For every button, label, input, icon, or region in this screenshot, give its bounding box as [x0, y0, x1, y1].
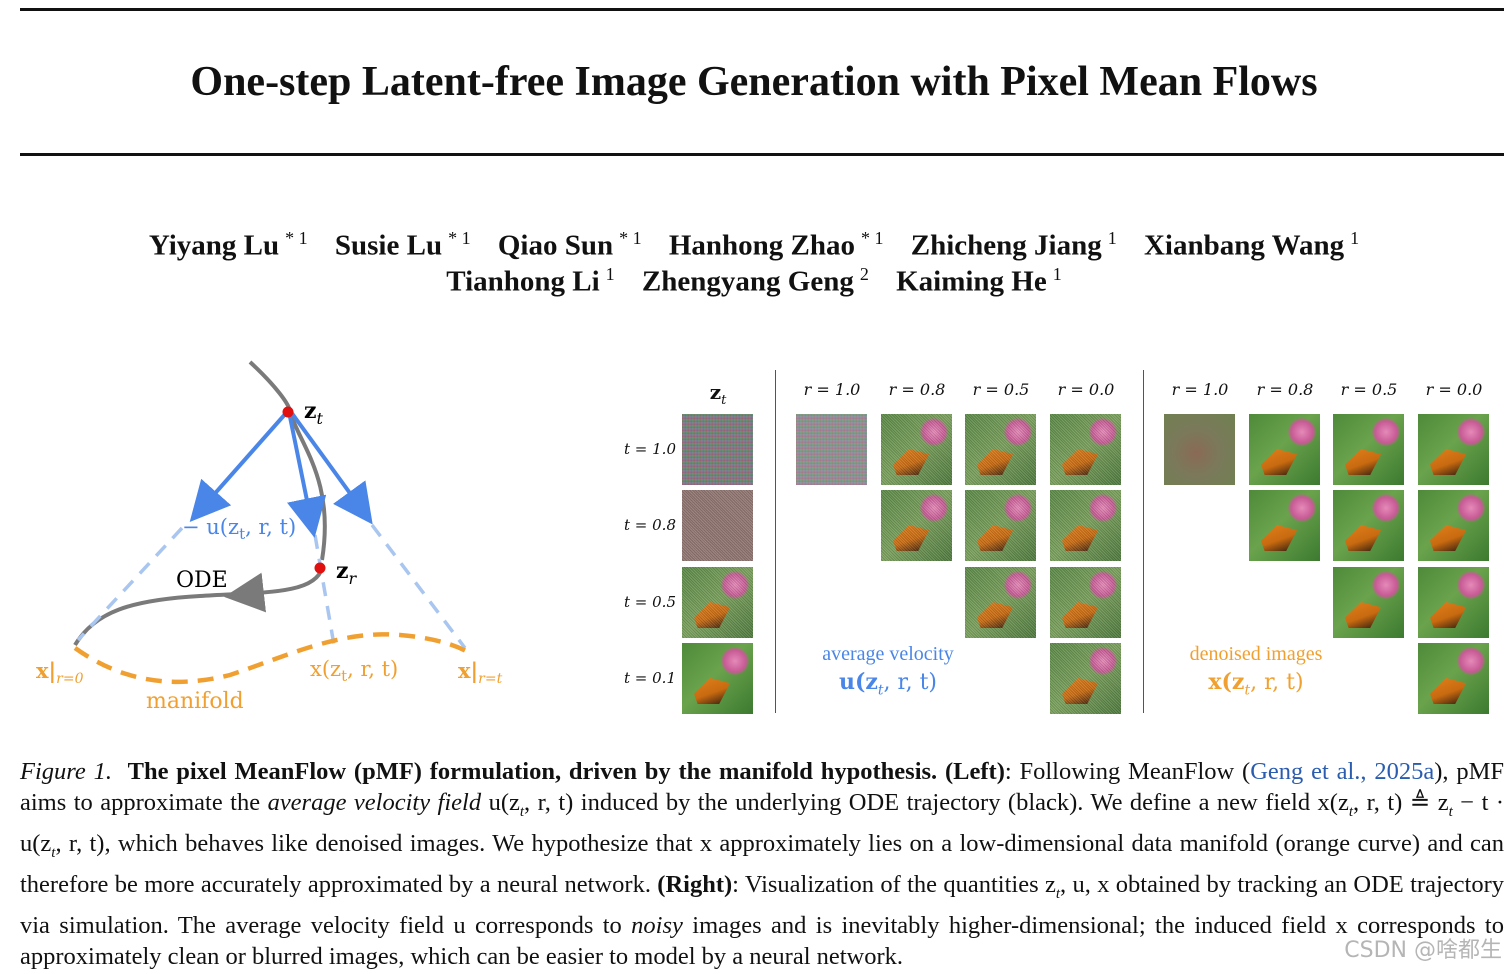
- u-image: [881, 490, 952, 561]
- u-image: [1050, 414, 1121, 485]
- left-tag: (Left): [945, 758, 1005, 785]
- manifold-curve: [73, 632, 470, 685]
- x-image: [1333, 414, 1404, 485]
- u-image: [881, 414, 952, 485]
- x-r0-label: x|r=0: [36, 658, 84, 687]
- x-rt-label: x|r=t: [458, 658, 503, 687]
- author: Susie Lu* 1: [334, 228, 471, 262]
- denoised-images-label: denoised images x(zt, r, t): [1189, 643, 1323, 699]
- zt-image-t0.5: [682, 567, 753, 638]
- zt-label: zt: [304, 398, 324, 428]
- author: Yiyang Lu* 1: [148, 228, 308, 262]
- dashed-line-mid: [313, 534, 336, 646]
- x-image: [1418, 414, 1489, 485]
- x-field-label: x(zt, r, t): [310, 657, 398, 685]
- x-image: [1418, 643, 1489, 714]
- u-image: [1050, 567, 1121, 638]
- average-velocity-label: average velocity u(zt, r, t): [822, 643, 954, 699]
- u-image: [1050, 643, 1121, 714]
- zt-point: [282, 406, 294, 418]
- author: Qiao Sun* 1: [497, 228, 642, 262]
- r-header: r = 0.5: [972, 380, 1030, 399]
- x-image: [1333, 490, 1404, 561]
- t-row-header: t = 1.0: [624, 440, 676, 458]
- r-header: r = 0.8: [1256, 380, 1314, 399]
- dashed-line-left: [76, 526, 184, 642]
- figure-label: Figure 1.: [20, 758, 112, 785]
- r-header: r = 0.5: [1340, 380, 1398, 399]
- authors-line-1: Yiyang Lu* 1 Susie Lu* 1 Qiao Sun* 1 Han…: [0, 220, 1508, 264]
- citation-link[interactable]: Geng et al., 2025a: [1250, 758, 1435, 785]
- arrow-to-x-rt: [289, 410, 373, 525]
- dashed-line-right: [370, 523, 467, 650]
- x-image: [1418, 490, 1489, 561]
- panel-separator: [1143, 370, 1144, 713]
- r-header: r = 1.0: [1171, 380, 1229, 399]
- zr-label: zr: [336, 558, 358, 588]
- x-image: [1249, 414, 1320, 485]
- watermark: CSDN @啥都生: [1344, 938, 1502, 963]
- r-header: r = 1.0: [803, 380, 861, 399]
- neg-u-label: − u(zt, r, t): [182, 515, 296, 543]
- zt-image-t0.8: [682, 490, 753, 561]
- caption-title: The pixel MeanFlow (pMF) formulation, dr…: [127, 758, 938, 785]
- panel-separator: [775, 370, 776, 713]
- zt-column-header: zt: [709, 380, 727, 408]
- r-header: r = 0.0: [1057, 380, 1115, 399]
- zt-image-t0.1: [682, 643, 753, 714]
- x-image: [1164, 414, 1235, 485]
- x-image: [1418, 567, 1489, 638]
- paper-title: One-step Latent-free Image Generation wi…: [190, 59, 1318, 105]
- r-header: r = 0.0: [1425, 380, 1483, 399]
- arrow-to-x-r0: [189, 410, 289, 522]
- meanflow-diagram-svg: zt zr − u(zt, r, t) ODE x|r=0 x(zt, r, t…: [36, 360, 503, 714]
- arrow-to-x-field: [287, 411, 327, 538]
- manifold-label: manifold: [146, 689, 244, 714]
- u-image: [965, 414, 1036, 485]
- u-image: [1050, 490, 1121, 561]
- right-tag: (Right): [657, 870, 733, 898]
- zr-point: [314, 562, 326, 574]
- author: Hanhong Zhao* 1: [668, 228, 884, 262]
- ode-arrowhead: [224, 572, 267, 613]
- t-row-header: t = 0.1: [624, 669, 676, 687]
- figure-caption: Figure 1. The pixel MeanFlow (pMF) formu…: [20, 758, 1505, 970]
- r-header: r = 0.8: [888, 380, 946, 399]
- x-image: [1333, 567, 1404, 638]
- t-row-header: t = 0.8: [624, 516, 676, 534]
- x-image: [1249, 490, 1320, 561]
- zt-image-t1.0: [682, 414, 753, 485]
- trajectory-visualization-grid: zt r = 1.0 r = 0.8 r = 0.5 r = 0.0 r = 1…: [600, 370, 1500, 720]
- meanflow-diagram: zt zr − u(zt, r, t) ODE x|r=0 x(zt, r, t…: [0, 350, 560, 730]
- ode-label: ODE: [176, 568, 228, 593]
- u-image: [796, 414, 867, 485]
- u-image: [965, 567, 1036, 638]
- title-underline-rule: [20, 153, 1504, 156]
- u-image: [965, 490, 1036, 561]
- top-rule: [20, 8, 1504, 11]
- t-row-header: t = 0.5: [624, 593, 676, 611]
